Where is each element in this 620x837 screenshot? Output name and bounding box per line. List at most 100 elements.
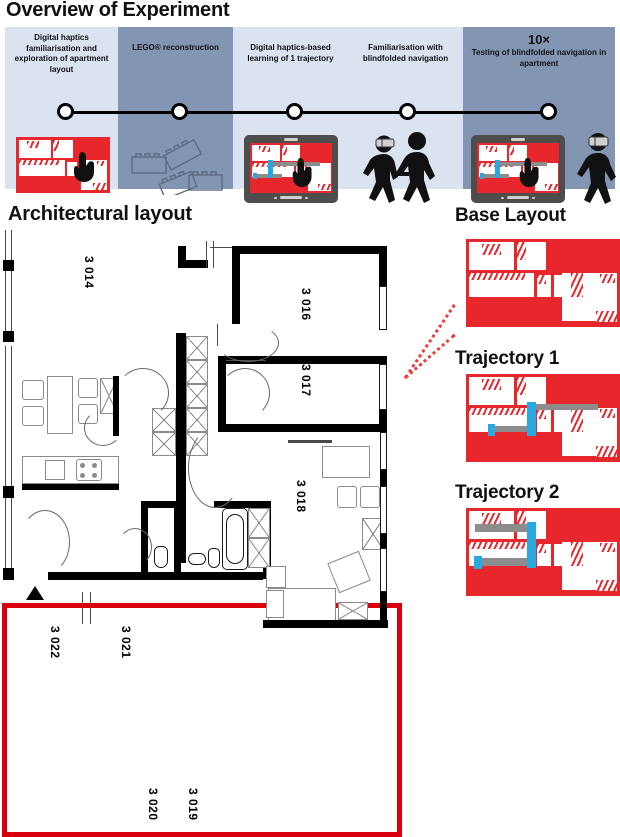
t2-path-horizontal-bottom: [481, 558, 529, 566]
side-table-3018: [266, 590, 284, 618]
toilet-2: [208, 548, 220, 568]
wall-3016-doorjamb: [218, 356, 226, 366]
wall-3022-right: [113, 376, 119, 436]
t1-path-horizontal-top: [536, 404, 598, 410]
trajectory-2-title: Trajectory 2: [455, 482, 560, 503]
wall-stub-left-3: [3, 486, 14, 498]
door-arc-3014: [117, 368, 169, 418]
wardrobe-7: [152, 432, 176, 456]
stove-burner-1: [80, 463, 85, 468]
overview-step-1-label: Digital haptics familiarisation and expl…: [14, 33, 109, 74]
timeline-node-1[interactable]: [57, 103, 74, 120]
t2-path-vertical: [527, 522, 536, 568]
floorplan-hand-icon: [16, 137, 110, 193]
room-label-3022: 3 022: [48, 626, 62, 659]
blindfold-icon: [375, 138, 395, 148]
wall-3016-right: [379, 246, 387, 286]
timeline-node-5[interactable]: [540, 103, 557, 120]
t2-path-horizontal-top: [475, 524, 529, 532]
wall-3022-bottom: [22, 483, 119, 490]
overview-step-5-count: 10×: [527, 32, 551, 47]
overview-timeline-band: Digital haptics familiarisation and expl…: [5, 27, 616, 204]
chair-2: [22, 406, 44, 426]
wall-3016-top: [232, 246, 387, 254]
door-arc-entry: [20, 510, 70, 574]
base-layout-title: Base Layout: [455, 205, 566, 226]
lego-bricks-icon: [131, 138, 223, 195]
wall-outer-left-a: [5, 230, 6, 340]
overview-step-5-text: Testing of blindfolded navigation in apa…: [471, 48, 607, 68]
desk-3018: [322, 446, 370, 478]
wall-3018-right-2: [380, 534, 387, 548]
wall-outer-left-b: [11, 230, 12, 340]
t2-hatch-h: [600, 543, 615, 552]
wall-3018-bottom: [263, 620, 388, 628]
wall-wc-top: [141, 501, 181, 508]
wall-door-top-b: [213, 241, 214, 268]
window-3018-right-1: [380, 432, 387, 470]
t2-hatch-a: [482, 513, 501, 524]
pointing-hand-icon: [292, 157, 312, 188]
t2-hatch-g: [596, 580, 617, 591]
t1-hatch-d: [537, 410, 546, 419]
door-arc-3017: [220, 368, 270, 418]
two-people-walking-icon: [363, 132, 435, 203]
bath-cupboard-2: [248, 538, 270, 568]
wall-top-left-corner: [178, 246, 186, 268]
window-3016-right: [379, 286, 387, 330]
kitchen-counter: [22, 456, 119, 484]
wall-stub-left-4: [3, 568, 14, 580]
radiator-3018: [288, 440, 332, 443]
wall-stub-left-2: [3, 331, 14, 342]
timeline-axis: [66, 111, 549, 114]
t2-hatch-d: [537, 544, 546, 553]
tablet-hand-icon: [244, 135, 338, 203]
pointing-hand-icon: [519, 157, 539, 188]
dining-table: [47, 376, 73, 434]
wall-3017-bottom: [218, 424, 387, 432]
t1-hatch-f: [571, 408, 583, 432]
sofa-3018: [327, 550, 371, 594]
wall-stub-left-1: [3, 260, 14, 271]
entry-marker-triangle: [26, 586, 44, 600]
wall-3016-top-detail: [210, 247, 232, 248]
wardrobe-4: [186, 408, 208, 432]
base-hatch-b: [517, 242, 526, 260]
wall-3016-left: [232, 246, 240, 324]
stove-burner-3: [80, 473, 85, 478]
room-label-3019: 3 019: [186, 788, 200, 821]
room-label-3017: 3 017: [299, 364, 313, 397]
room-label-3020: 3 020: [146, 788, 160, 821]
window-3018-right-3: [380, 548, 387, 592]
wall-outer-left-c: [5, 346, 6, 576]
pointing-hand-icon: [74, 152, 94, 182]
t2-hatch-f: [571, 542, 583, 566]
nightstand-3018: [266, 566, 286, 588]
base-layout-plan: [466, 239, 620, 327]
room-label-3016: 3 016: [299, 288, 313, 321]
overview-step-2-label: LEGO® reconstruction: [132, 43, 219, 52]
trajectory-2-plan: [466, 508, 620, 596]
timeline-node-4[interactable]: [399, 103, 416, 120]
t1-path-horizontal-bottom: [494, 426, 534, 432]
overview-step-3-label: Digital haptics-based learning of 1 traj…: [247, 43, 334, 63]
sink: [45, 460, 65, 480]
blindfold-icon: [588, 136, 609, 147]
door-arc-3019: [188, 428, 242, 508]
walking-person-icon: [577, 133, 616, 204]
highlighted-apartment-region: [2, 603, 402, 837]
chair-3: [78, 378, 98, 398]
stove: [76, 459, 102, 481]
room-label-3014: 3 014: [82, 256, 96, 289]
armchair-1: [337, 486, 357, 508]
base-hatch-d: [537, 275, 546, 284]
tablet-hand-and-walking-person-icon: [471, 135, 565, 203]
wall-3018-right-1: [380, 470, 387, 486]
timeline-node-3[interactable]: [286, 103, 303, 120]
base-hatch-h: [600, 274, 615, 283]
wardrobe-3: [186, 384, 208, 408]
timeline-node-2[interactable]: [171, 103, 188, 120]
t1-path-vertical: [527, 402, 536, 436]
chest-3018: [338, 602, 368, 620]
wall-wc-right: [174, 501, 181, 579]
